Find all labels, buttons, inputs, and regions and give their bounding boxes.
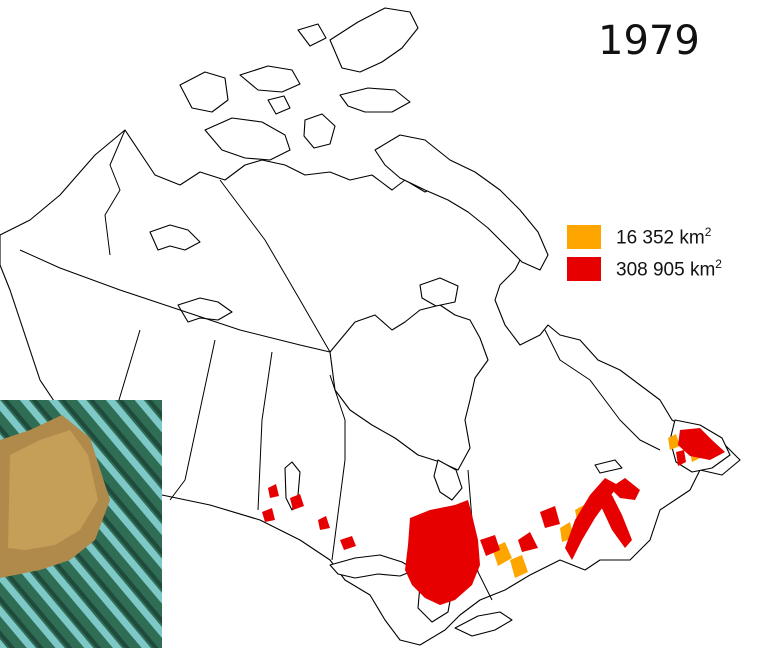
year-title: 1979 bbox=[598, 18, 700, 64]
legend-swatch-red bbox=[567, 257, 601, 281]
nwt-nunavut-border bbox=[219, 179, 331, 353]
anticosti-island bbox=[594, 459, 623, 474]
victoria-island bbox=[204, 117, 291, 161]
legend-label-red: 308 905 km2 bbox=[616, 257, 722, 281]
manitoba-ontario-border bbox=[329, 374, 346, 561]
devon-island bbox=[339, 87, 411, 113]
prince-of-wales-island bbox=[303, 113, 336, 149]
quebec-labrador-border bbox=[544, 329, 661, 451]
melville-island bbox=[239, 65, 301, 93]
legend-exponent: 2 bbox=[715, 256, 722, 271]
legend-exponent: 2 bbox=[704, 224, 712, 239]
ontario-red-mass bbox=[405, 500, 480, 605]
legend-value: 308 905 bbox=[616, 259, 685, 281]
great-slave-lake bbox=[177, 297, 233, 323]
sixty-parallel-border bbox=[19, 249, 331, 353]
banks-island bbox=[179, 71, 229, 113]
baffin-island bbox=[374, 134, 549, 271]
great-bear-lake bbox=[149, 224, 201, 251]
satellite-inset-image bbox=[0, 400, 162, 648]
lake-erie-ontario bbox=[454, 611, 513, 637]
small-island-1 bbox=[297, 23, 327, 47]
hudson-bay bbox=[329, 304, 489, 471]
sask-manitoba-border bbox=[257, 351, 273, 511]
southampton-island bbox=[419, 277, 459, 307]
james-bay bbox=[433, 459, 463, 501]
small-island-2 bbox=[267, 95, 291, 115]
legend-item-orange: 16 352 km2 bbox=[567, 222, 722, 252]
red-patches bbox=[262, 428, 725, 605]
newfoundland-red bbox=[678, 428, 725, 460]
legend-value: 16 352 bbox=[616, 227, 675, 249]
legend: 16 352 km2 308 905 km2 bbox=[567, 222, 722, 286]
yukon-nwt-border bbox=[104, 129, 126, 256]
legend-unit: km bbox=[689, 259, 716, 281]
ellesmere-island bbox=[329, 7, 419, 73]
alberta-sask-border bbox=[169, 339, 216, 501]
legend-swatch-orange bbox=[567, 225, 601, 249]
legend-label-orange: 16 352 km2 bbox=[616, 225, 711, 249]
legend-unit: km bbox=[679, 227, 705, 249]
legend-item-red: 308 905 km2 bbox=[567, 254, 722, 284]
